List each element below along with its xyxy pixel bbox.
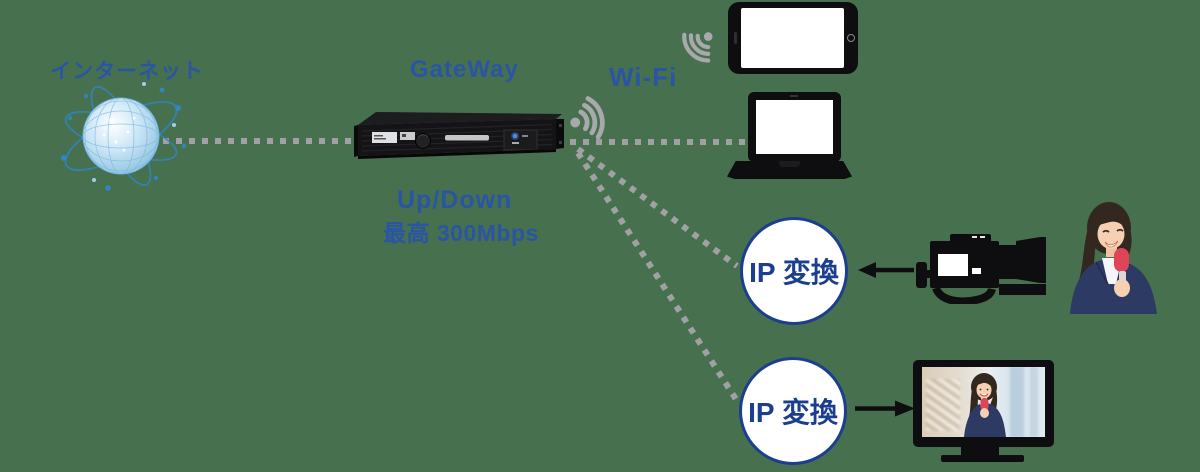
camera-eyepiece xyxy=(916,262,927,288)
camera-lens-hood xyxy=(1016,237,1046,283)
tablet-screen xyxy=(741,8,844,68)
reporter-eyes xyxy=(1102,228,1124,233)
reporter-neck xyxy=(1106,247,1117,257)
gateway-label: GateWay xyxy=(410,56,519,83)
wifi-signal-icon-tablet xyxy=(682,32,713,63)
camera-screen xyxy=(938,254,968,276)
gateway-right-ear xyxy=(556,119,564,149)
reporter-photo xyxy=(1070,202,1157,314)
globe-sphere xyxy=(82,97,160,175)
gateway-label-plate xyxy=(400,132,415,140)
tv-stand-neck xyxy=(961,447,999,456)
laptop-lid xyxy=(748,92,841,162)
laptop-webcam xyxy=(790,95,798,97)
wifi-signal-icon-gateway xyxy=(570,96,605,140)
globe-wireframe xyxy=(82,97,160,175)
gateway-top-face xyxy=(358,112,562,125)
gateway-knob xyxy=(415,133,431,149)
line-gateway-to-ip-bottom xyxy=(575,151,742,406)
reporter-fringe xyxy=(1096,214,1126,228)
gateway-led xyxy=(512,133,518,139)
max-speed-label: 最高 300Mbps xyxy=(383,220,539,246)
gateway-left-ear xyxy=(354,125,358,157)
reporter-hand xyxy=(1114,279,1130,297)
laptop-touchpad-notch xyxy=(779,161,800,167)
tablet-home-button xyxy=(847,34,855,42)
tv-stand-base xyxy=(941,455,1024,462)
arrow-left-icon xyxy=(858,262,914,278)
line-gateway-to-ip-top xyxy=(576,146,739,269)
camera-mic-bar xyxy=(999,284,1046,295)
gateway-right-panel xyxy=(503,129,538,151)
video-camera-icon xyxy=(916,234,1046,304)
tv-reporter-image xyxy=(964,373,1006,437)
globe-icon xyxy=(61,82,187,191)
ip-conversion-top-label: IP 変換 xyxy=(749,257,839,288)
globe-sparkles xyxy=(102,116,136,152)
gateway-brand-text xyxy=(445,135,489,141)
tv-icon xyxy=(913,360,1054,462)
arrow-right-icon xyxy=(855,400,915,417)
updown-label: Up/Down xyxy=(397,186,513,214)
tablet-camera-slot xyxy=(734,32,737,44)
laptop-icon xyxy=(727,91,852,182)
camera-grip xyxy=(932,286,996,304)
internet-label: インターネット xyxy=(50,60,204,83)
gateway-device-icon xyxy=(354,112,564,159)
tablet-icon xyxy=(728,2,858,74)
laptop-base xyxy=(727,161,852,179)
laptop-screen xyxy=(756,100,833,154)
globe-orbit-dots-light xyxy=(92,82,176,182)
wifi-label: Wi-Fi xyxy=(609,62,678,92)
globe-orbit-dots xyxy=(61,87,187,191)
ip-conversion-circle-bottom: IP 変換 xyxy=(739,357,847,465)
reporter-smile xyxy=(1104,240,1119,248)
gateway-lcd-display xyxy=(372,132,397,143)
tv-frame xyxy=(913,360,1054,447)
gateway-bottom-edge xyxy=(358,149,556,159)
ip-conversion-circle-top: IP 変換 xyxy=(740,217,848,325)
ip-conversion-bottom-label: IP 変換 xyxy=(748,397,838,428)
tv-screen xyxy=(922,367,1045,437)
reporter-microphone xyxy=(1114,248,1129,272)
tv-screen-background xyxy=(926,379,960,431)
camera-viewfinder xyxy=(950,234,991,244)
camera-lens-mount xyxy=(999,245,1016,279)
